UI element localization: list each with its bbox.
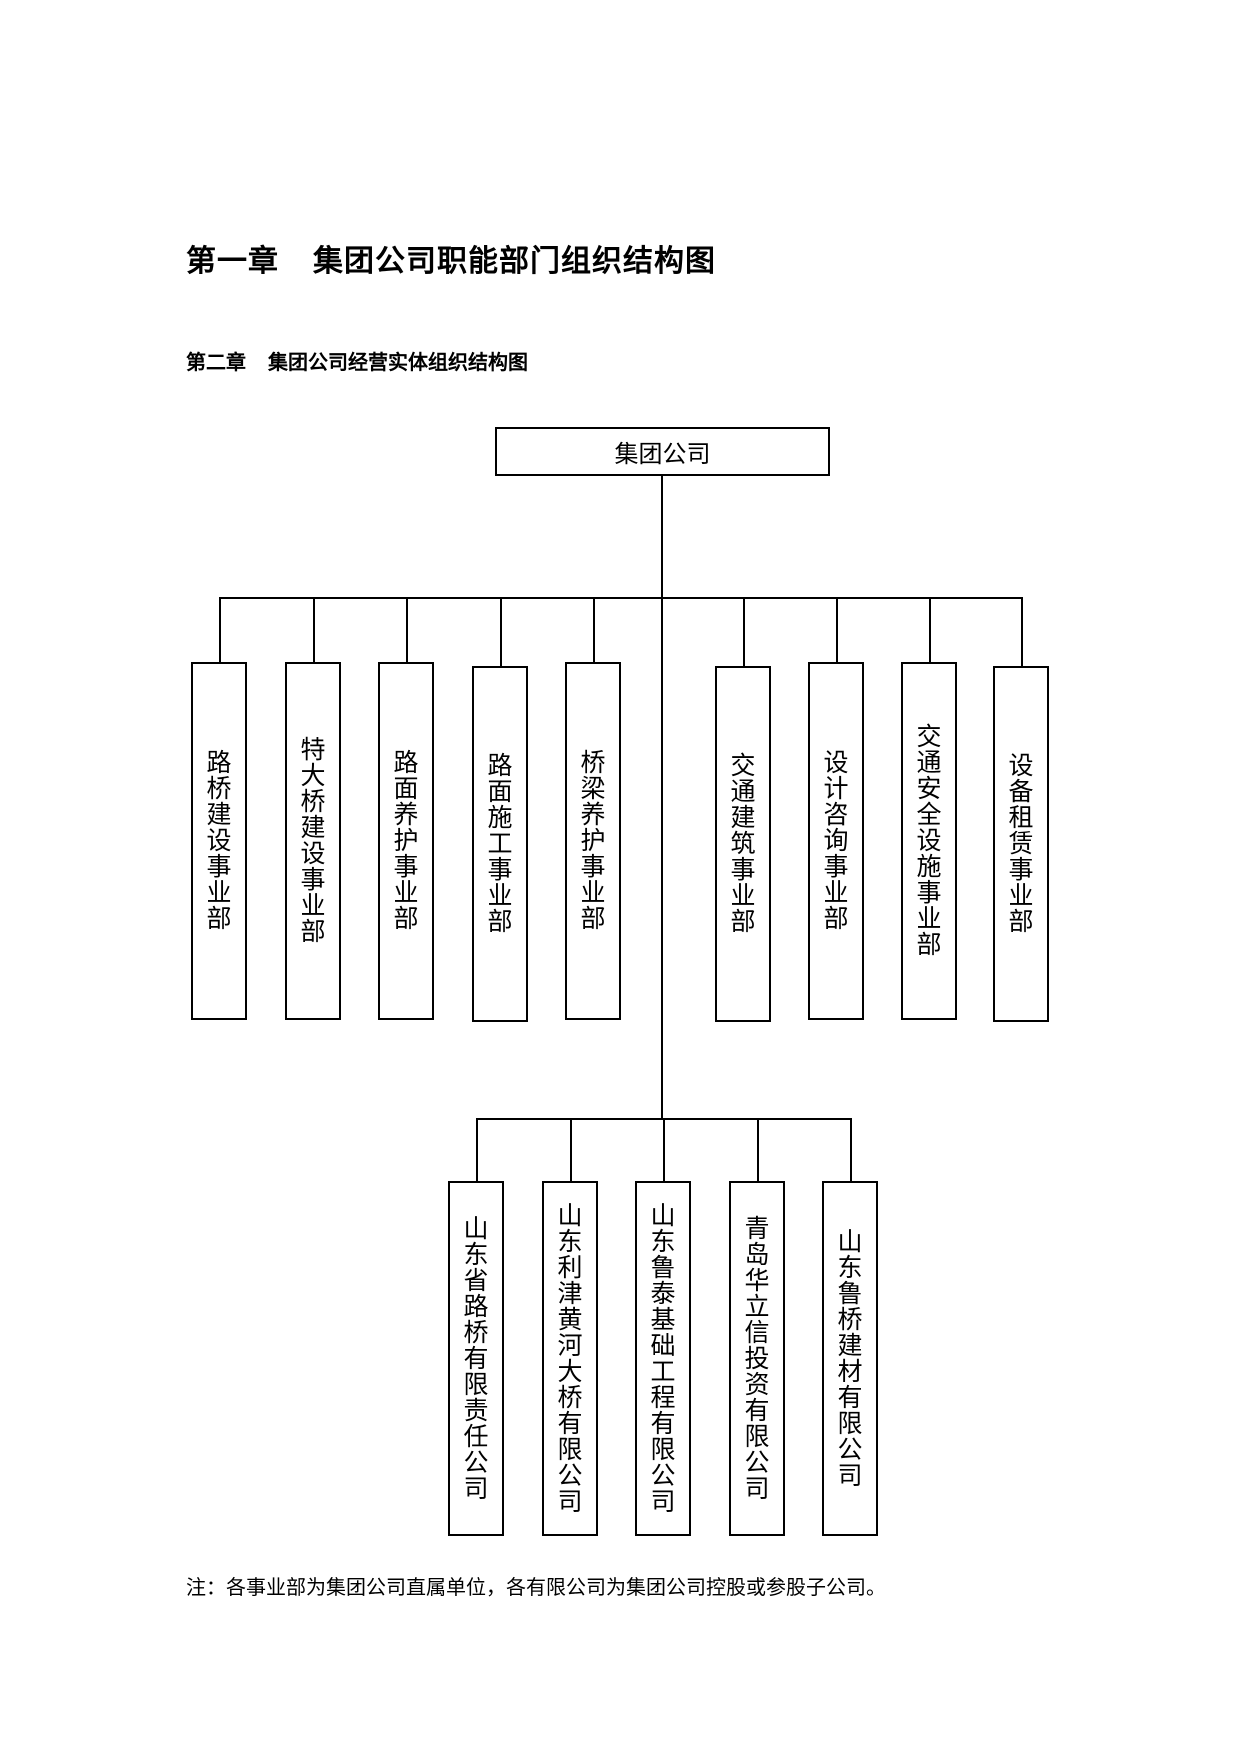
chapter-1-title: 集团公司职能部门组织结构图 [313, 244, 716, 279]
connector-line [476, 1118, 478, 1181]
connector-line [836, 597, 838, 662]
trunk-line [661, 476, 663, 1120]
division-node: 交通安全设施事业部 [901, 662, 957, 1020]
connector-line [850, 1118, 852, 1181]
chapter-2-number: 第二章 [186, 350, 246, 374]
division-node: 设备租赁事业部 [993, 666, 1049, 1022]
chapter-1-number: 第一章 [186, 244, 279, 279]
division-node: 路面养护事业部 [378, 662, 434, 1020]
division-node: 设计咨询事业部 [808, 662, 864, 1020]
division-node: 桥梁养护事业部 [565, 662, 621, 1020]
division-label: 路面施工事业部 [487, 751, 513, 936]
connector-line [406, 597, 408, 662]
subsidiary-node: 青岛华立信投资有限公司 [729, 1181, 785, 1536]
connector-line [500, 597, 502, 666]
subsidiary-node: 山东鲁泰基础工程有限公司 [635, 1181, 691, 1536]
division-label: 特大桥建设事业部 [300, 735, 326, 946]
connector-line [313, 597, 315, 662]
division-label: 桥梁养护事业部 [580, 748, 606, 933]
connector-line [570, 1118, 572, 1181]
chapter-2-title: 集团公司经营实体组织结构图 [268, 350, 528, 374]
division-label: 设备租赁事业部 [1008, 751, 1034, 936]
chapter-2-heading: 第二章集团公司经营实体组织结构图 [186, 346, 528, 375]
division-label: 交通建筑事业部 [730, 751, 756, 936]
division-node: 路面施工事业部 [472, 666, 528, 1022]
subsidiary-node: 山东鲁桥建材有限公司 [822, 1181, 878, 1536]
subsidiary-label: 山东鲁泰基础工程有限公司 [650, 1200, 676, 1516]
division-label: 路桥建设事业部 [206, 748, 232, 933]
connector-line [663, 1118, 665, 1181]
connector-line [1021, 597, 1023, 666]
root-node: 集团公司 [495, 427, 830, 476]
subsidiary-label: 山东利津黄河大桥有限公司 [557, 1200, 583, 1516]
connector-line [929, 597, 931, 662]
division-label: 交通安全设施事业部 [916, 722, 942, 959]
chapter-1-heading: 第一章集团公司职能部门组织结构图 [186, 236, 716, 280]
division-label: 路面养护事业部 [393, 748, 419, 933]
division-node: 特大桥建设事业部 [285, 662, 341, 1020]
division-bus-line [219, 597, 1022, 599]
subsidiary-node: 山东省路桥有限责任公司 [448, 1181, 504, 1536]
footnote: 注：各事业部为集团公司直属单位，各有限公司为集团公司控股或参股子公司。 [186, 1575, 886, 1599]
subsidiary-label: 青岛华立信投资有限公司 [744, 1213, 770, 1503]
root-node-label: 集团公司 [614, 440, 711, 468]
division-node: 交通建筑事业部 [715, 666, 771, 1022]
division-label: 设计咨询事业部 [823, 748, 849, 933]
connector-line [219, 597, 221, 662]
connector-line [757, 1118, 759, 1181]
connector-line [743, 597, 745, 666]
division-node: 路桥建设事业部 [191, 662, 247, 1020]
subsidiary-label: 山东鲁桥建材有限公司 [837, 1226, 863, 1490]
subsidiary-node: 山东利津黄河大桥有限公司 [542, 1181, 598, 1536]
connector-line [593, 597, 595, 662]
subsidiary-label: 山东省路桥有限责任公司 [463, 1213, 489, 1503]
